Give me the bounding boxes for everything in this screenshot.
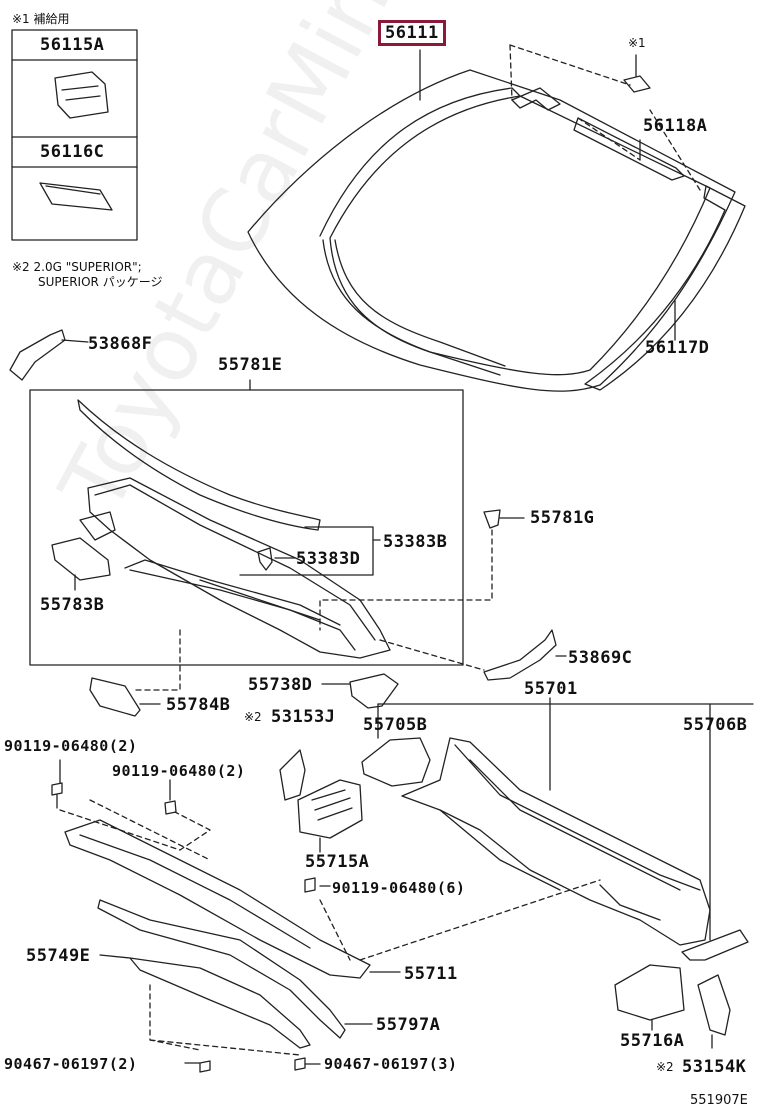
part-label-53154k[interactable]: 53154K (682, 1057, 747, 1077)
note-star-2a: ※2 (244, 710, 262, 724)
cover-53154k (697, 974, 731, 1036)
reference-box-drawing (11, 29, 138, 241)
part-label-90119-06480-6[interactable]: 90119-06480(6) (332, 879, 466, 897)
part-label-90467-06197-2[interactable]: 90467-06197(2) (4, 1055, 138, 1073)
part-label-55706b[interactable]: 55706B (683, 715, 748, 735)
part-label-55781e[interactable]: 55781E (218, 355, 283, 375)
cowl-top-panel (77, 399, 391, 659)
leader-lines-dashed (509, 44, 701, 191)
upper-moulding (511, 87, 685, 181)
windshield-glass (247, 69, 736, 392)
part-label-55715a[interactable]: 55715A (305, 852, 370, 872)
part-label-56111[interactable]: 56111 (378, 20, 446, 46)
part-label-53383b[interactable]: 53383B (383, 532, 448, 552)
part-label-55784b[interactable]: 55784B (166, 695, 231, 715)
note-star-1: ※1 (628, 36, 646, 50)
part-label-90467-06197-3[interactable]: 90467-06197(3) (324, 1055, 458, 1073)
cowl-assembly-box (29, 389, 464, 666)
seal-55797a (97, 899, 346, 1039)
leader-lines-lower (59, 799, 601, 1056)
note-superior-line1: ※2 2.0G "SUPERIOR"; (12, 260, 142, 274)
clip-55781g (483, 509, 501, 529)
diagram-code: 551907E (690, 1093, 748, 1108)
trim-piece-right (483, 629, 557, 681)
seal-55738d (349, 673, 399, 709)
part-label-53869c[interactable]: 53869C (568, 648, 633, 668)
part-label-56118a[interactable]: 56118A (643, 116, 708, 136)
leader-lines (419, 49, 676, 341)
part-label-90119-06480-2a[interactable]: 90119-06480(2) (4, 737, 138, 755)
part-label-55711[interactable]: 55711 (404, 964, 458, 984)
part-label-56115a[interactable]: 56115A (40, 35, 105, 55)
cowl-end-cap (89, 677, 141, 717)
part-label-55797a[interactable]: 55797A (376, 1015, 441, 1035)
note-superior-line2: SUPERIOR パッケージ (38, 275, 163, 289)
part-label-90119-06480-2b[interactable]: 90119-06480(2) (112, 762, 246, 780)
bracket-55715a (297, 779, 363, 839)
cowl-side-cover (51, 537, 111, 581)
cover-53153j (279, 749, 306, 801)
seal-55749e (129, 957, 311, 1049)
trim-piece-left (9, 329, 66, 381)
side-moulding (584, 185, 746, 391)
bracket-55706b (681, 929, 749, 961)
part-label-53153j[interactable]: 53153J (271, 707, 336, 727)
cowl-lower-panel (401, 737, 711, 946)
part-label-53868f[interactable]: 53868F (88, 334, 153, 354)
cowl-lower-bracket (64, 819, 371, 979)
bracket-55716a (614, 964, 685, 1021)
part-label-55705b[interactable]: 55705B (363, 715, 428, 735)
part-label-55738d[interactable]: 55738D (248, 675, 313, 695)
bracket-55705b (361, 737, 431, 787)
part-label-56117d[interactable]: 56117D (645, 338, 710, 358)
part-label-55783b[interactable]: 55783B (40, 595, 105, 615)
part-label-56116c[interactable]: 56116C (40, 142, 105, 162)
clip-part (623, 75, 651, 93)
note-star-2b: ※2 (656, 1060, 674, 1074)
part-label-55781g[interactable]: 55781G (530, 508, 595, 528)
part-label-55716a[interactable]: 55716A (620, 1031, 685, 1051)
clip-53383d (257, 547, 273, 571)
part-label-55701[interactable]: 55701 (524, 679, 578, 699)
part-label-55749e[interactable]: 55749E (26, 946, 91, 966)
part-label-53383d[interactable]: 53383D (296, 549, 361, 569)
note-supply-parts: ※1 補給用 (12, 12, 70, 26)
